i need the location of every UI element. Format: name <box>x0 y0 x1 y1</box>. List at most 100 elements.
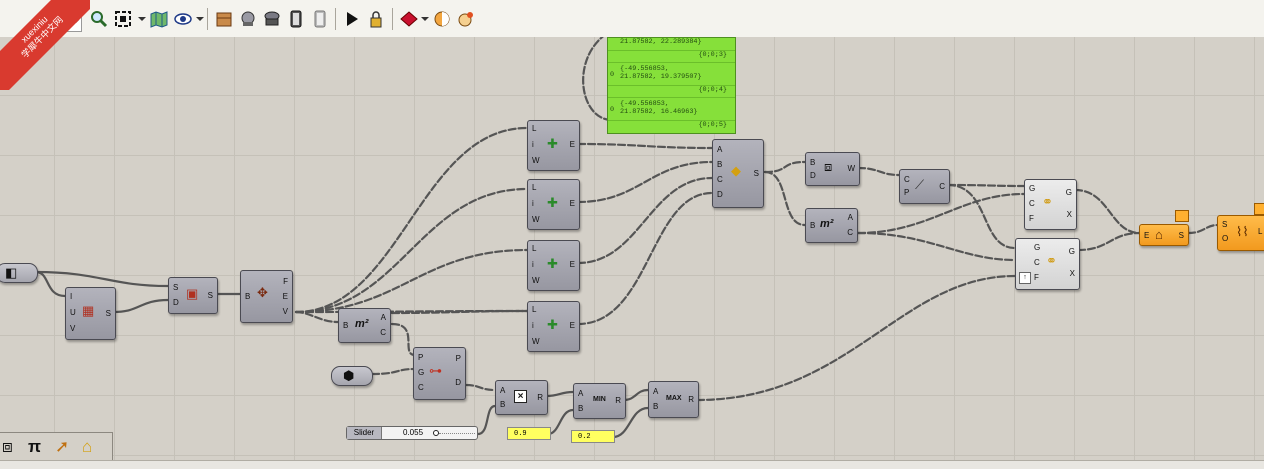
box-icon[interactable]: ⧈ <box>2 437 13 456</box>
port-out-E[interactable]: E <box>569 199 575 208</box>
lock-icon[interactable] <box>365 8 387 30</box>
port-in-A[interactable]: A <box>578 389 584 398</box>
port-out-F[interactable]: F <box>283 277 288 286</box>
line-sdl-component-2[interactable]: L i W ✚ E <box>527 179 580 230</box>
port-in-L[interactable]: L <box>532 183 537 192</box>
port-in-G[interactable]: G <box>418 368 425 377</box>
port-in-B[interactable]: B <box>810 221 816 230</box>
port-in-C[interactable]: C <box>1029 199 1035 208</box>
port-out-W[interactable]: W <box>847 164 855 173</box>
port-in-i[interactable]: i <box>532 260 534 269</box>
area-component-2[interactable]: B m² A C <box>805 208 858 243</box>
port-in-D[interactable]: D <box>810 171 816 180</box>
line-sdl-component-4[interactable]: L i W ✚ E <box>527 301 580 352</box>
port-out-X[interactable]: X <box>1069 269 1075 278</box>
deconstruct-brep-component[interactable]: B ✥ F E V <box>240 270 293 323</box>
port-in-W[interactable]: W <box>532 276 540 285</box>
port-in-C[interactable]: C <box>1034 258 1040 267</box>
line-sdl-component-1[interactable]: L i W ✚ E <box>527 120 580 171</box>
closest-point-component[interactable]: P G C ⊶ P D <box>413 347 466 400</box>
port-out-P[interactable]: P <box>455 354 461 363</box>
port-out-X[interactable]: X <box>1066 210 1072 219</box>
scale-component-2[interactable]: G C F ↑ ⚭ G X <box>1015 238 1080 290</box>
port-out-E[interactable]: E <box>569 140 575 149</box>
port-in-W[interactable]: W <box>532 215 540 224</box>
eye-dropdown-icon[interactable] <box>196 17 204 21</box>
box-icon[interactable] <box>213 8 235 30</box>
port-in-i[interactable]: i <box>532 140 534 149</box>
port-in-S[interactable]: S <box>1222 220 1228 229</box>
ruby-dropdown-icon[interactable] <box>421 17 429 21</box>
port-out-R[interactable]: R <box>537 393 543 402</box>
surface-component[interactable]: S D ▣ S <box>168 277 218 314</box>
port-in-B[interactable]: B <box>245 292 251 301</box>
output-component[interactable]: S O ⌇⌇ L <box>1217 215 1264 251</box>
port-out-L[interactable]: L <box>1258 227 1263 236</box>
grasshopper-canvas[interactable]: 21.87582, 22.289384} {0;0;3} 0 {-49.5568… <box>0 37 1264 460</box>
port-in-B[interactable]: B <box>500 400 506 409</box>
port-in-L[interactable]: L <box>532 305 537 314</box>
port-in-B[interactable]: B <box>717 160 723 169</box>
port-out-D[interactable]: D <box>455 378 461 387</box>
bounding-box-component[interactable]: B D ⧈ W <box>805 152 860 186</box>
map-icon[interactable] <box>148 8 170 30</box>
minimum-component[interactable]: A B MIN R <box>573 383 626 419</box>
port-out-C[interactable]: C <box>847 228 853 237</box>
port-in-F[interactable]: F <box>1029 214 1034 223</box>
preview-icon[interactable] <box>285 8 307 30</box>
port-out-E[interactable]: E <box>569 321 575 330</box>
number-param-1[interactable]: 0.9 <box>507 427 551 440</box>
port-in-B[interactable]: B <box>653 402 659 411</box>
port-in-A[interactable]: A <box>717 145 723 154</box>
output-panel[interactable]: 21.87582, 22.289384} {0;0;3} 0 {-49.5568… <box>607 37 736 134</box>
port-out-G[interactable]: G <box>1065 188 1072 197</box>
port-out-V[interactable]: V <box>282 307 288 316</box>
divide-surface-component[interactable]: I U V ▦ S <box>65 287 116 340</box>
area-component-1[interactable]: B m² A C <box>338 308 391 343</box>
explode-component[interactable]: E ⌂ S <box>1139 224 1189 246</box>
port-in-C[interactable]: C <box>904 175 910 184</box>
port-in-A[interactable]: A <box>500 386 506 395</box>
maximum-component[interactable]: A B MAX R <box>648 381 699 418</box>
port-in-O[interactable]: O <box>1222 234 1229 243</box>
render-icon[interactable] <box>455 8 477 30</box>
port-in-C[interactable]: C <box>717 175 723 184</box>
port-out-E[interactable]: E <box>282 292 288 301</box>
port-out-A[interactable]: A <box>380 313 386 322</box>
port-in-B[interactable]: B <box>343 321 349 330</box>
port-in-S[interactable]: S <box>173 283 179 292</box>
port-in-A[interactable]: A <box>653 387 659 396</box>
port-in-L[interactable]: L <box>532 244 537 253</box>
slider-knob[interactable] <box>433 430 439 436</box>
port-in-P[interactable]: P <box>418 353 424 362</box>
port-in-i[interactable]: i <box>532 321 534 330</box>
shade-icon[interactable] <box>431 8 453 30</box>
port-in-U[interactable]: U <box>70 308 76 317</box>
run-icon[interactable] <box>341 8 363 30</box>
port-out-E[interactable]: E <box>569 260 575 269</box>
port-out-C[interactable]: C <box>939 182 945 191</box>
port-in-I[interactable]: I <box>70 292 73 301</box>
pi-icon[interactable]: π <box>28 437 42 456</box>
port-out-R[interactable]: R <box>688 395 694 404</box>
eye-icon[interactable] <box>172 8 194 30</box>
port-out-S[interactable]: S <box>207 291 213 300</box>
scale-component-1[interactable]: G C F ⚭ G X <box>1024 179 1077 230</box>
multiply-component[interactable]: A B × R <box>495 380 548 415</box>
port-in-G[interactable]: G <box>1034 243 1041 252</box>
port-in-W[interactable]: W <box>532 156 540 165</box>
cluster-icon[interactable] <box>237 8 259 30</box>
ruby-icon[interactable] <box>398 8 420 30</box>
port-out-A[interactable]: A <box>847 213 853 222</box>
arrow-icon[interactable]: ➚ <box>55 437 70 456</box>
folder-icon[interactable]: ⌂ <box>82 437 93 456</box>
zoom-icon[interactable] <box>88 8 110 30</box>
brep-input-param[interactable]: ◧ <box>0 263 38 283</box>
preview-off-icon[interactable] <box>309 8 331 30</box>
port-in-B[interactable]: B <box>578 404 584 413</box>
port-out-G[interactable]: G <box>1068 247 1075 256</box>
number-slider[interactable]: Slider 0.055 <box>346 426 478 440</box>
port-out-S[interactable]: S <box>105 309 111 318</box>
port-in-B[interactable]: B <box>810 158 816 167</box>
port-in-W[interactable]: W <box>532 337 540 346</box>
